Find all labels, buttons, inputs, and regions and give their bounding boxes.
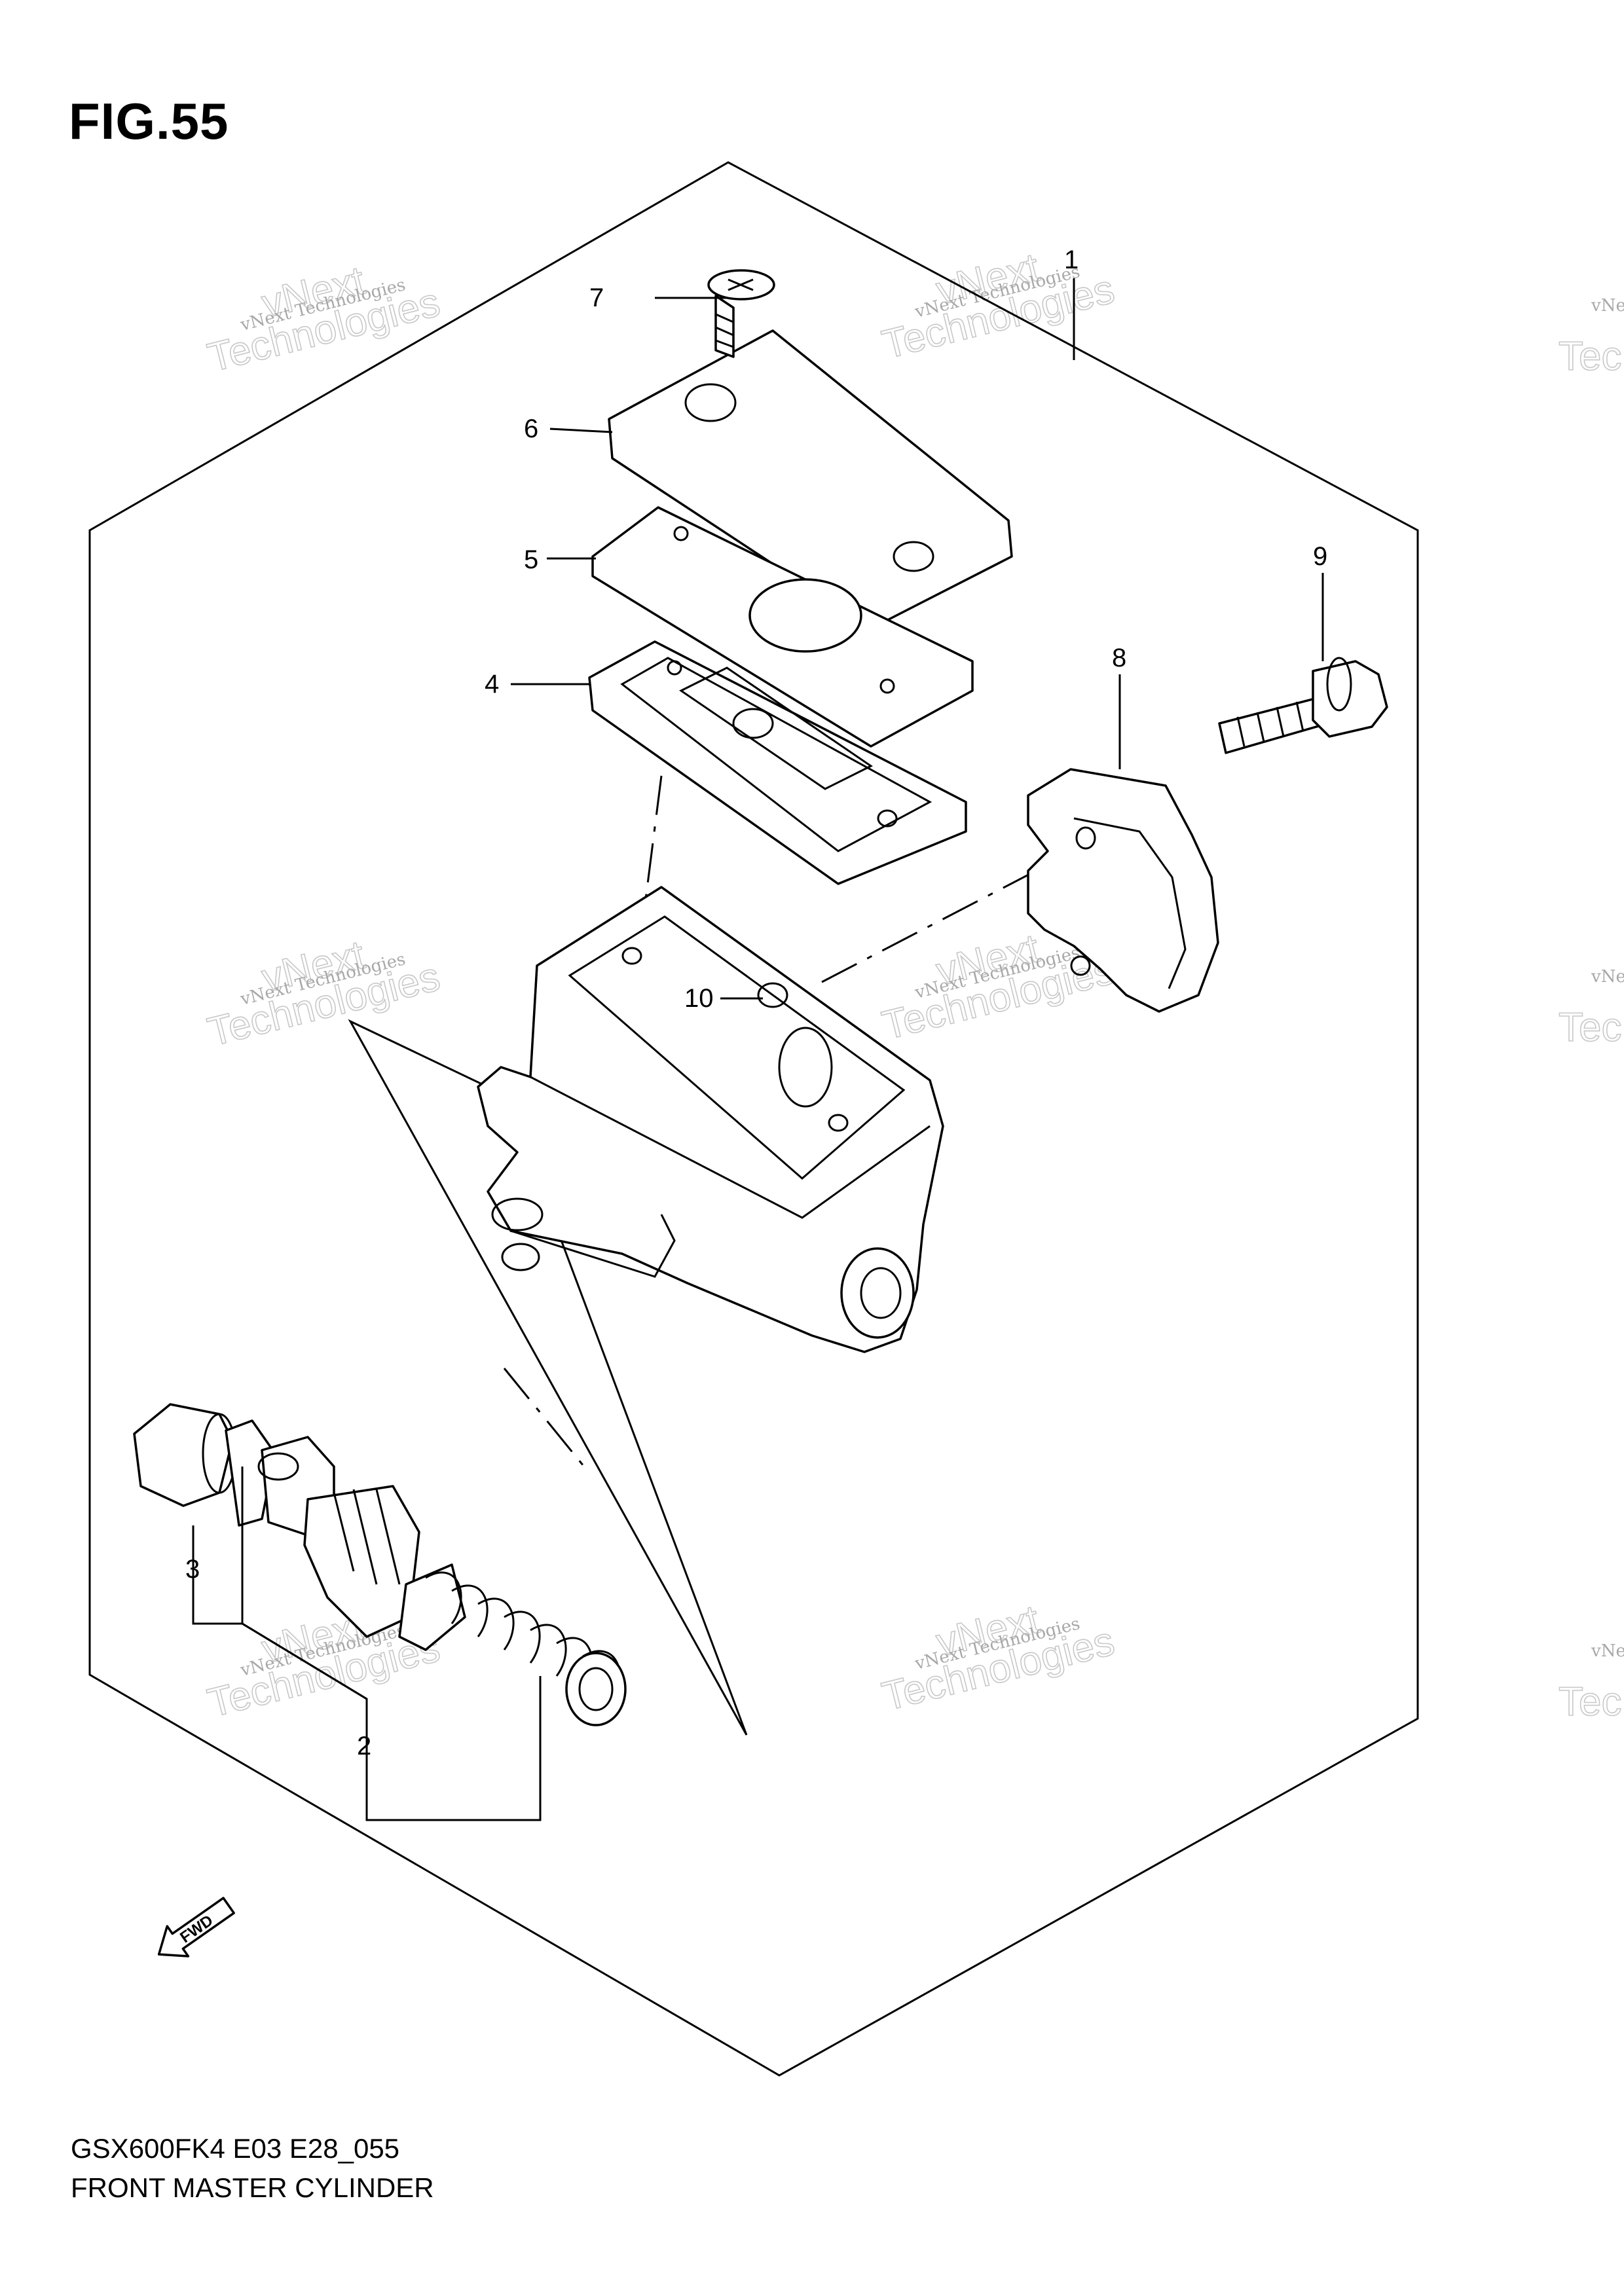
- watermark-edge-1b: Tec: [1559, 334, 1621, 379]
- watermark-edge-2: vNe: [1591, 967, 1624, 987]
- fwd-arrow-icon: FWD: [157, 1897, 235, 1958]
- part-7-screw: [707, 269, 775, 358]
- callout-6: 6: [524, 414, 538, 443]
- leader-lines: [511, 278, 1324, 1000]
- bracket-2: [241, 1467, 542, 1821]
- diagram-caption: FRONT MASTER CYLINDER: [71, 2172, 434, 2203]
- callout-5: 5: [524, 545, 538, 574]
- watermark-edge-3b: Tec: [1559, 1679, 1621, 1724]
- callout-10: 10: [684, 984, 714, 1013]
- watermark-edge-2b: Tec: [1559, 1005, 1621, 1050]
- part-6-reservoir-cap: [608, 329, 1013, 630]
- assembly-frame: [88, 161, 1419, 2077]
- leader-body-bracket: [348, 1019, 748, 1736]
- master-cylinder-body: [477, 886, 944, 1353]
- callout-8: 8: [1112, 644, 1126, 672]
- bracket-2-tick: [242, 1622, 367, 1700]
- figure-title: FIG.55: [69, 92, 229, 150]
- callout-7: 7: [589, 283, 604, 312]
- model-code: GSX600FK4 E03 E28_055: [71, 2133, 400, 2164]
- callout-2: 2: [357, 1732, 371, 1760]
- watermark-edge-3: vNe: [1591, 1641, 1624, 1661]
- callout-1: 1: [1064, 246, 1079, 274]
- callout-4: 4: [485, 670, 499, 699]
- watermark-6: Technologies vNext vNext Technologies: [877, 1596, 1119, 1720]
- watermark-1: Technologies vNext vNext Technologies: [203, 257, 445, 381]
- part-4-diaphragm: [588, 640, 967, 885]
- callout-3: 3: [185, 1555, 200, 1584]
- part-2-piston-assembly: [133, 1403, 627, 1726]
- callouts: 1 7 6 5 4 9 8 10 3 2: [185, 246, 1327, 1760]
- callout-9: 9: [1313, 542, 1327, 571]
- part-9-bolt: [1218, 657, 1388, 754]
- part-8-clamp: [1027, 768, 1219, 1013]
- part-5-diaphragm-plate: [591, 506, 974, 748]
- watermark-3: Technologies vNext vNext Technologies: [203, 932, 445, 1055]
- bracket-3: [192, 1525, 242, 1625]
- watermark-edge-1: vNe: [1591, 296, 1624, 316]
- watermark-2: Technologies vNext vNext Technologies: [877, 244, 1119, 368]
- guide-line-piston: [503, 1368, 591, 1474]
